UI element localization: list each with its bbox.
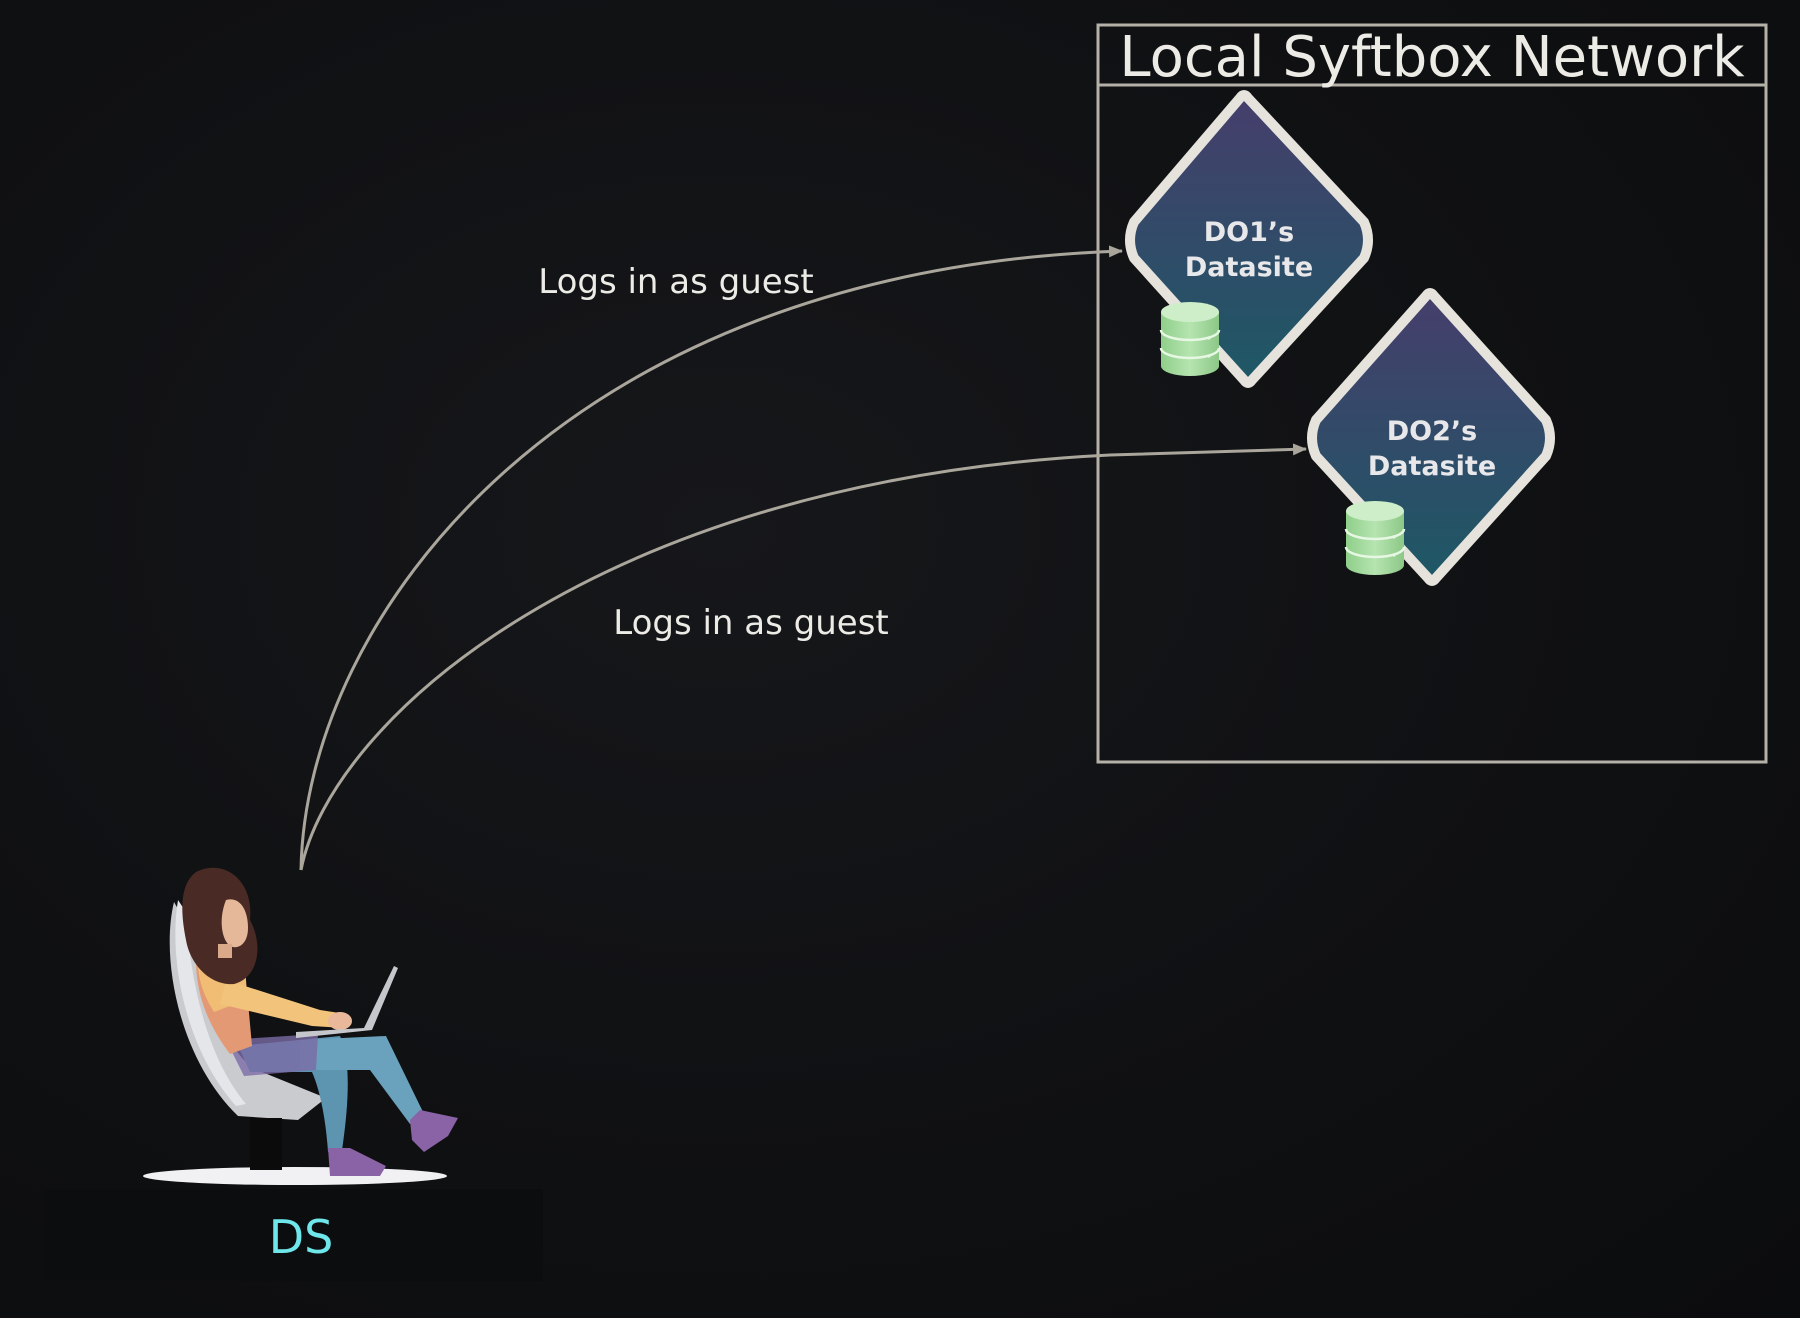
network-frame: Local Syftbox Network	[1096, 23, 1768, 764]
datasite-node-do1[interactable]: DO1’s Datasite	[1125, 90, 1373, 388]
network-title: Local Syftbox Network	[1119, 25, 1745, 90]
node-label-line2: Datasite	[1185, 252, 1313, 283]
database-icon	[1344, 501, 1406, 575]
datasite-node-do2[interactable]: DO2’s Datasite	[1307, 288, 1555, 586]
edge-ds-to-do1: Logs in as guest	[299, 245, 1123, 871]
edge-ds-to-do2: Logs in as guest	[299, 443, 1307, 871]
actor-label-bg	[43, 1189, 543, 1281]
node-label-line2: Datasite	[1368, 451, 1496, 482]
node-label-line1: DO1’s	[1204, 217, 1294, 248]
node-label-line1: DO2’s	[1387, 416, 1477, 447]
edge-label: Logs in as guest	[538, 262, 814, 302]
database-icon	[1159, 302, 1221, 376]
person-with-laptop-icon	[143, 867, 458, 1185]
actor-ds[interactable]: DS	[43, 867, 543, 1281]
actor-label: DS	[269, 1210, 334, 1264]
edge-line	[299, 443, 1307, 871]
edge-line	[299, 245, 1123, 871]
edge-label: Logs in as guest	[613, 603, 889, 643]
